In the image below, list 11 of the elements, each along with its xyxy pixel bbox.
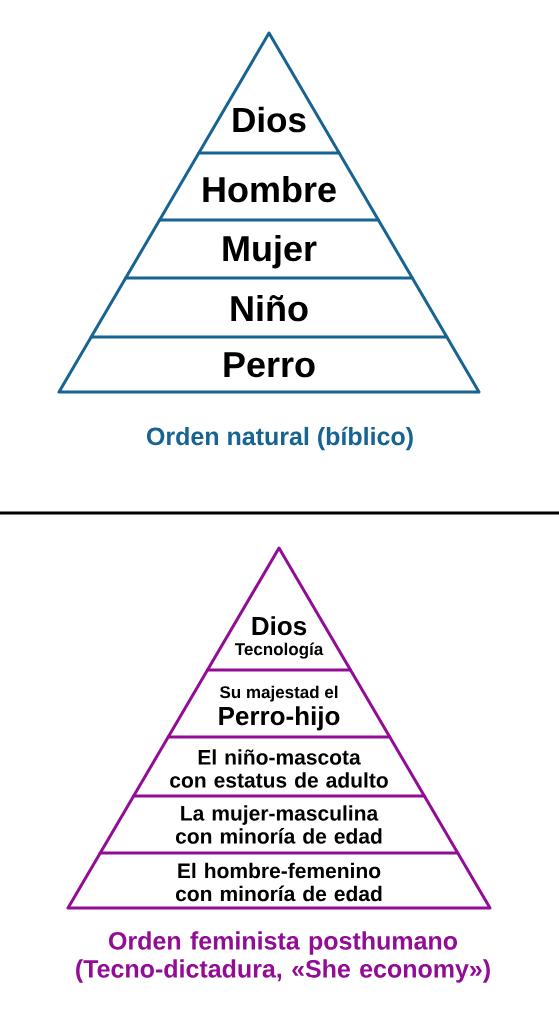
pyramid-tier: El hombre-femenino con minoría de edad xyxy=(66,851,492,910)
pyramid-tier: Su majestad el Perro-hijo xyxy=(166,668,392,739)
caption-text: Orden natural (bíblico) xyxy=(147,426,413,451)
pyramid-tier: La mujer-masculina con minoría de edad xyxy=(98,794,460,855)
pyramid-tier: Niño xyxy=(89,276,449,339)
pyramid-top-tier: Dios Tecnología xyxy=(206,546,352,672)
pyramid-tier: El niño-mascota con estatus de adulto xyxy=(132,735,426,798)
pyramid-tier: Mujer xyxy=(124,218,414,280)
pyramid-tier: Perro xyxy=(57,335,481,394)
pyramid-top-tier: Dios xyxy=(197,31,341,155)
pyramid-tier: Hombre xyxy=(158,151,380,222)
